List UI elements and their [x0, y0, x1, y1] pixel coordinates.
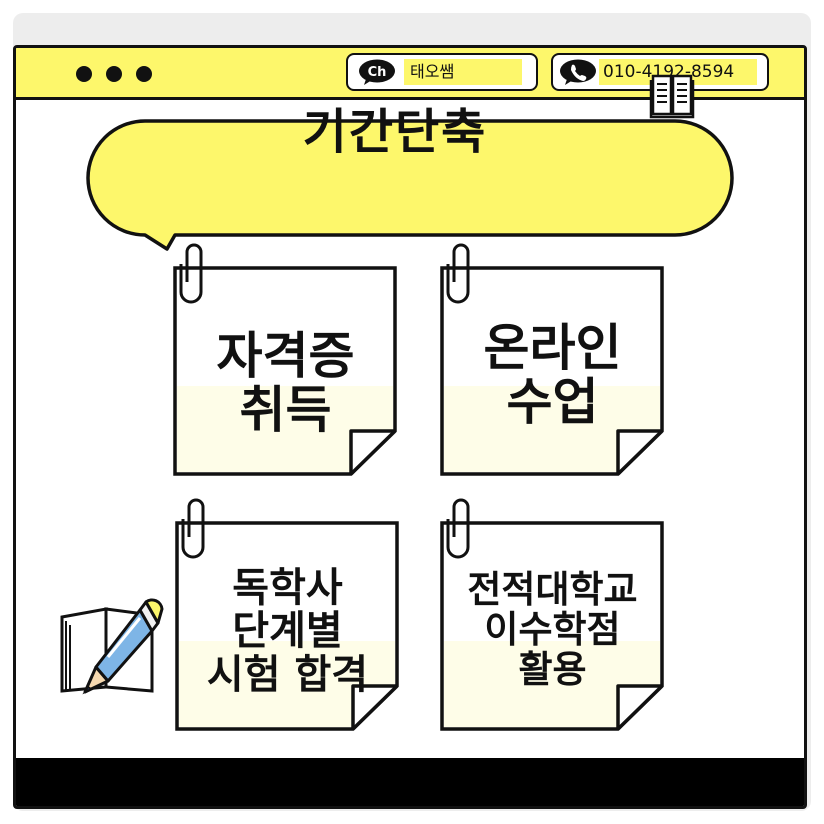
note-text: 온라인 수업: [440, 266, 665, 480]
phone-icon: [560, 59, 596, 85]
note-line-1: 자격증: [216, 327, 355, 385]
note-card-certificate: 자격증 취득: [173, 243, 398, 476]
sticky-note: [173, 266, 397, 476]
sticky-note: [440, 521, 664, 731]
note-line-3: 시험 합격: [206, 651, 369, 698]
paperclip-icon: [179, 243, 203, 304]
sticky-note: [175, 521, 399, 731]
window-dot-1[interactable]: [76, 66, 92, 82]
channel-name: 태오쌤: [404, 59, 522, 85]
note-text: 자격증 취득: [173, 266, 398, 488]
pencil-icon: [82, 598, 164, 695]
channel-pill[interactable]: Ch 태오쌤: [346, 53, 538, 91]
window-dot-2[interactable]: [106, 66, 122, 82]
note-line-2: 이수학점: [484, 608, 621, 652]
note-line-1: 전적대학교: [467, 568, 638, 612]
note-line-2: 취득: [239, 381, 332, 439]
book-icon: [649, 74, 695, 119]
note-line-3: 활용: [518, 647, 587, 691]
note-card-transfer-credits: 전적대학교 이수학점 활용: [440, 498, 665, 731]
paperclip-icon: [446, 498, 470, 559]
note-line-1: 독학사: [232, 565, 343, 612]
note-card-online: 온라인 수업: [440, 243, 665, 476]
note-line-1: 온라인: [483, 319, 622, 377]
note-line-2: 단계별: [232, 608, 343, 655]
paperclip-icon: [181, 498, 205, 559]
channel-badge-text: Ch: [368, 65, 387, 80]
bubble-title: 기간단축: [302, 104, 488, 160]
note-card-self-study: 독학사 단계별 시험 합격: [175, 498, 400, 731]
paperclip-icon: [446, 243, 470, 304]
speech-bubble: [86, 119, 734, 251]
note-line-2: 수업: [506, 373, 599, 431]
bottom-bar: [16, 758, 804, 806]
kakao-channel-icon: Ch: [359, 59, 395, 85]
window-dot-3[interactable]: [136, 66, 152, 82]
note-text: 독학사 단계별 시험 합격: [175, 521, 400, 737]
phone-pill[interactable]: 010-4192-8594: [551, 53, 769, 91]
note-text: 전적대학교 이수학점 활용: [440, 521, 665, 735]
sticky-note: [440, 266, 664, 476]
notebook-icon: [60, 598, 164, 695]
